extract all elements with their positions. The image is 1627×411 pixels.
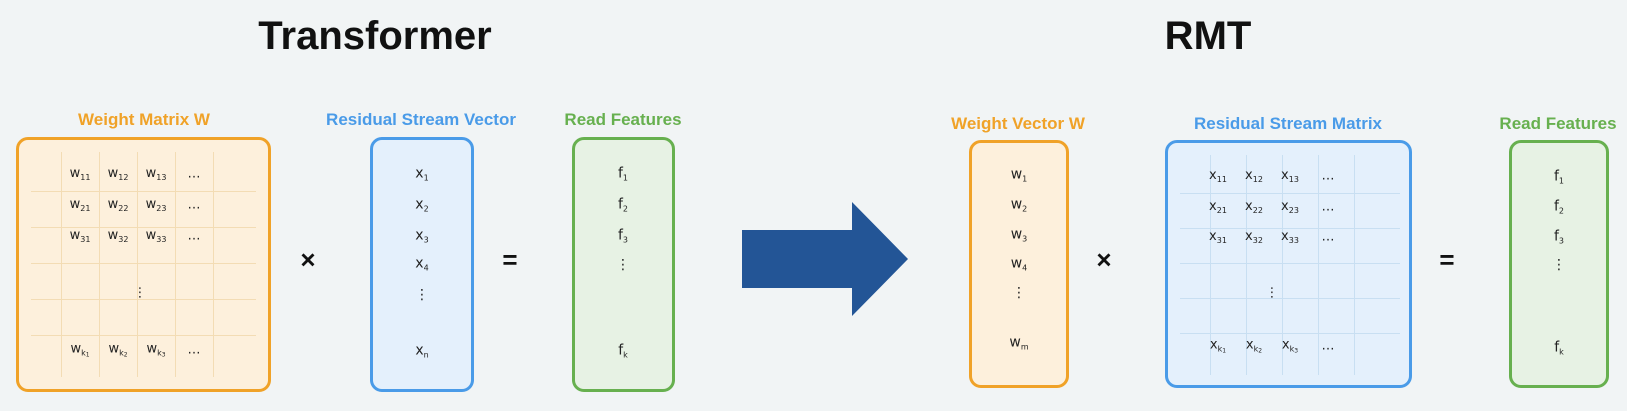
vector-item: wm bbox=[1009, 334, 1029, 352]
vertical-ellipsis: ⋮ bbox=[616, 257, 630, 273]
residual-stream-vector-label: Residual Stream Vector bbox=[326, 110, 516, 129]
vector-item: w3 bbox=[1010, 226, 1028, 244]
matrix-cell: x33 bbox=[1281, 229, 1299, 245]
matrix-cell: w13 bbox=[145, 166, 167, 182]
grid-line bbox=[213, 152, 214, 377]
feature-item: f1 bbox=[1553, 168, 1565, 186]
matrix-cell: w31 bbox=[69, 228, 91, 244]
matrix-cell: x21 bbox=[1209, 199, 1227, 215]
matrix-cell: wk3 bbox=[146, 341, 166, 359]
vector-item: w1 bbox=[1010, 166, 1028, 184]
multiply-operator-left: × bbox=[300, 244, 316, 275]
vector-item: x4 bbox=[415, 255, 429, 273]
weight-matrix-label: Weight Matrix W bbox=[78, 110, 210, 129]
grid-line bbox=[1180, 228, 1400, 229]
vertical-ellipsis: ⋮ bbox=[415, 287, 429, 303]
ellipsis: … bbox=[187, 342, 201, 358]
matrix-cell: x12 bbox=[1245, 168, 1263, 184]
feature-item: f3 bbox=[1553, 228, 1565, 246]
grid-line bbox=[175, 152, 176, 377]
grid-line bbox=[99, 152, 100, 377]
vertical-ellipsis: ⋮ bbox=[133, 285, 147, 301]
right-arrow-icon bbox=[742, 202, 908, 316]
grid-line bbox=[31, 335, 256, 336]
ellipsis: … bbox=[1321, 168, 1335, 184]
ellipsis: … bbox=[187, 228, 201, 244]
residual-stream-matrix-box: x11 x12 x13 … x21 x22 x23 … x31 x32 x33 … bbox=[1165, 140, 1412, 388]
read-features-label-right: Read Features bbox=[1499, 114, 1617, 133]
grid-line bbox=[31, 227, 256, 228]
grid-line bbox=[31, 191, 256, 192]
matrix-cell: xk2 bbox=[1245, 337, 1263, 355]
residual-stream-matrix-label: Residual Stream Matrix bbox=[1193, 114, 1383, 133]
grid-line bbox=[1180, 333, 1400, 334]
grid-line bbox=[61, 152, 62, 377]
ellipsis: … bbox=[1321, 199, 1335, 215]
feature-item: f1 bbox=[617, 165, 629, 183]
feature-item: fk bbox=[618, 342, 628, 360]
vector-item: x1 bbox=[415, 165, 429, 183]
feature-item: f2 bbox=[617, 196, 629, 214]
read-features-box-left: f1 f2 f3 ⋮ fk bbox=[572, 137, 675, 392]
title-transformer: Transformer bbox=[258, 14, 492, 58]
vector-item: x2 bbox=[415, 196, 429, 214]
feature-item: fk bbox=[1554, 339, 1564, 357]
matrix-cell: x23 bbox=[1281, 199, 1299, 215]
vertical-ellipsis: ⋮ bbox=[1012, 285, 1026, 301]
feature-item: f2 bbox=[1553, 198, 1565, 216]
matrix-cell: x22 bbox=[1245, 199, 1263, 215]
multiply-operator-right: × bbox=[1096, 244, 1112, 275]
matrix-cell: x11 bbox=[1209, 168, 1227, 184]
matrix-cell: wk2 bbox=[108, 341, 128, 359]
read-features-box-right: f1 f2 f3 ⋮ fk bbox=[1509, 140, 1609, 388]
matrix-cell: w23 bbox=[145, 197, 167, 213]
matrix-cell: xk3 bbox=[1281, 337, 1299, 355]
grid-line bbox=[1318, 155, 1319, 375]
grid-line bbox=[1282, 155, 1283, 375]
weight-matrix-box: w11 w12 w13 … w21 w22 w23 … w31 w32 w33 … bbox=[16, 137, 271, 392]
vertical-ellipsis: ⋮ bbox=[1265, 285, 1279, 301]
ellipsis: … bbox=[187, 166, 201, 182]
ellipsis: … bbox=[187, 197, 201, 213]
matrix-cell: w12 bbox=[107, 166, 129, 182]
matrix-cell: x13 bbox=[1281, 168, 1299, 184]
matrix-cell: x31 bbox=[1209, 229, 1227, 245]
matrix-cell: w33 bbox=[145, 228, 167, 244]
grid-line bbox=[1180, 193, 1400, 194]
grid-line bbox=[1246, 155, 1247, 375]
grid-line bbox=[137, 152, 138, 377]
ellipsis: … bbox=[1321, 338, 1335, 354]
matrix-cell: w21 bbox=[69, 197, 91, 213]
matrix-cell: w22 bbox=[107, 197, 129, 213]
title-rmt: RMT bbox=[1164, 14, 1252, 58]
equals-operator-right: = bbox=[1439, 244, 1455, 275]
matrix-cell: w32 bbox=[107, 228, 129, 244]
equals-operator-left: = bbox=[502, 244, 518, 275]
residual-stream-vector-box: x1 x2 x3 x4 ⋮ xn bbox=[370, 137, 474, 392]
vector-item: xn bbox=[415, 342, 429, 360]
grid-line bbox=[1354, 155, 1355, 375]
grid-line bbox=[31, 299, 256, 300]
ellipsis: … bbox=[1321, 229, 1335, 245]
read-features-label-left: Read Features bbox=[564, 110, 682, 129]
weight-vector-label: Weight Vector W bbox=[951, 114, 1085, 133]
vertical-ellipsis: ⋮ bbox=[1552, 257, 1566, 273]
grid-line bbox=[1210, 155, 1211, 375]
vector-item: w2 bbox=[1010, 196, 1028, 214]
matrix-cell: wk1 bbox=[70, 341, 90, 359]
weight-vector-box: w1 w2 w3 w4 ⋮ wm bbox=[969, 140, 1069, 388]
matrix-cell: xk1 bbox=[1209, 337, 1227, 355]
grid-line bbox=[1180, 298, 1400, 299]
matrix-cell: x32 bbox=[1245, 229, 1263, 245]
vector-item: x3 bbox=[415, 227, 429, 245]
matrix-cell: w11 bbox=[69, 166, 91, 182]
feature-item: f3 bbox=[617, 227, 629, 245]
grid-line bbox=[1180, 263, 1400, 264]
grid-line bbox=[31, 263, 256, 264]
vector-item: w4 bbox=[1010, 255, 1028, 273]
